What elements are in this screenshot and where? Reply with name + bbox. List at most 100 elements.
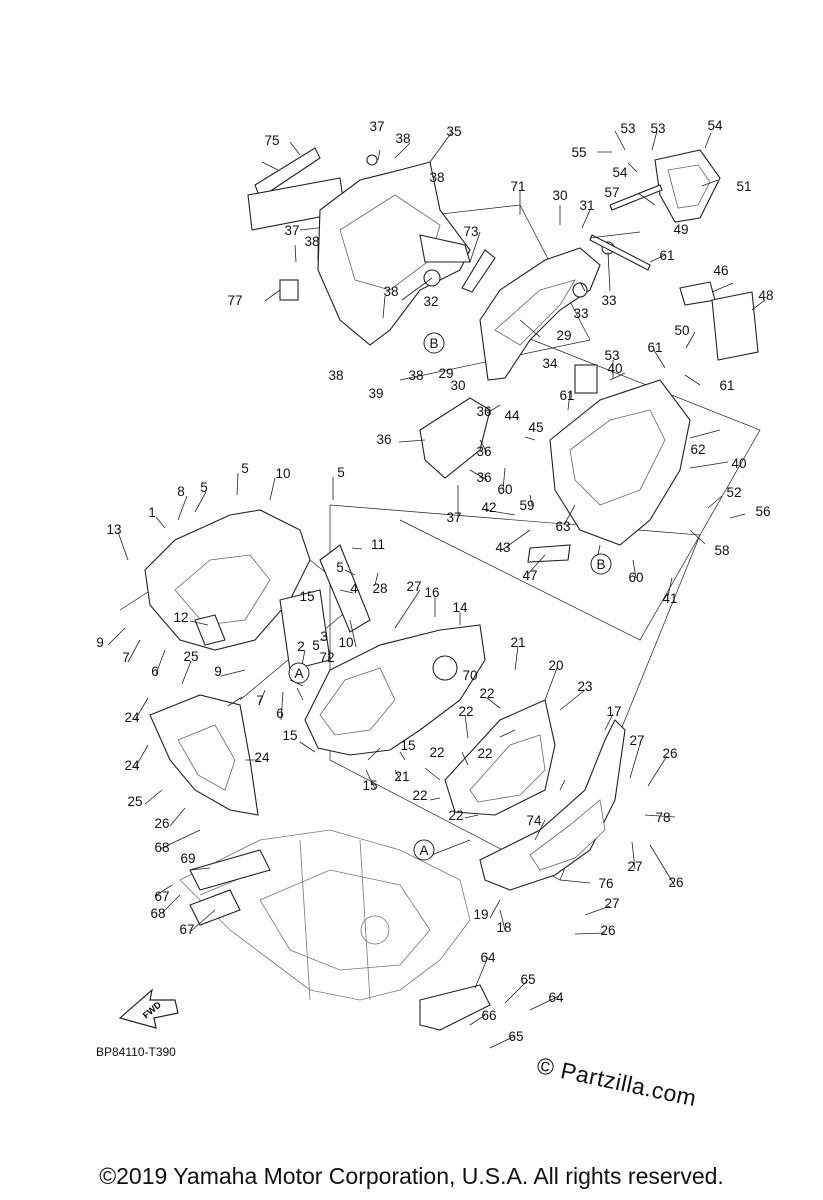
part-number-label: 36 <box>476 470 491 485</box>
part-number-label: 23 <box>577 679 592 694</box>
part-number-label: 76 <box>598 876 613 891</box>
part-number-label: 30 <box>450 378 465 393</box>
part-number-label: 7 <box>122 650 130 665</box>
part-number-label: 61 <box>659 248 674 263</box>
part-number-label: 2 <box>297 639 305 654</box>
part-number-label: 41 <box>662 591 677 606</box>
part-number-label: 11 <box>371 537 385 552</box>
part-number-label: 61 <box>719 378 734 393</box>
part-number-label: 38 <box>328 368 343 383</box>
part-number-label: 26 <box>668 875 683 890</box>
part-number-label: 17 <box>606 704 621 719</box>
part-number-label: 78 <box>655 810 670 825</box>
part-number-label: 21 <box>394 769 409 784</box>
part-number-label: 44 <box>504 408 520 423</box>
copyright-notice: ©2019 Yamaha Motor Corporation, U.S.A. A… <box>99 1163 724 1189</box>
part-number-label: 46 <box>713 263 728 278</box>
upper-bracket-assembly <box>609 149 759 361</box>
part-number-label: 18 <box>496 920 511 935</box>
callout-a-upper <box>288 662 310 684</box>
part-number-label: 22 <box>429 745 444 760</box>
part-number-label: 70 <box>462 668 477 683</box>
drawing-code: BP84110-T390 <box>96 1045 176 1059</box>
part-number-label: 26 <box>600 923 615 938</box>
part-number-label: 53 <box>604 348 619 363</box>
part-number-label: 51 <box>736 179 751 194</box>
leader-lines <box>107 130 766 1049</box>
part-number-label: 5 <box>336 560 344 575</box>
part-number-label: 49 <box>673 222 688 237</box>
part-number-label: 69 <box>180 851 195 866</box>
part-number-label: 25 <box>183 649 198 664</box>
part-number-label: 56 <box>755 504 770 519</box>
part-number-label: 19 <box>473 907 488 922</box>
part-number-label: 5 <box>312 638 320 653</box>
part-number-label: 61 <box>559 388 574 403</box>
callout-b-lower <box>590 553 612 575</box>
part-number-label: 4 <box>350 581 358 596</box>
part-number-label: 48 <box>758 288 773 303</box>
part-number-label: 25 <box>127 794 142 809</box>
lower-front-panel-assembly <box>479 719 626 891</box>
part-number-label: 29 <box>438 366 453 381</box>
part-number-label: 72 <box>319 650 334 665</box>
part-number-label: 65 <box>520 972 535 987</box>
part-number-label: 47 <box>522 568 537 583</box>
center-front-panel-assembly <box>304 624 486 756</box>
part-number-label: 9 <box>96 635 104 650</box>
part-number-label: 5 <box>200 480 208 495</box>
grille-assembly <box>444 699 556 816</box>
part-number-label: 53 <box>620 121 635 136</box>
part-number-label: 55 <box>571 145 586 160</box>
part-number-label: 34 <box>542 356 558 371</box>
left-side-panel-assembly <box>144 509 371 671</box>
part-number-label: 68 <box>150 906 165 921</box>
part-number-label: 67 <box>179 922 194 937</box>
part-number-label: 10 <box>338 635 353 650</box>
part-number-label: 3 <box>320 629 328 644</box>
part-number-label: 50 <box>674 323 689 338</box>
part-number-label: 43 <box>495 540 510 555</box>
part-number-label: 6 <box>276 706 284 721</box>
part-number-label: 5 <box>337 465 345 480</box>
part-number-label: 54 <box>612 165 628 180</box>
part-number-label: 31 <box>579 198 594 213</box>
callout-b-upper <box>423 332 445 354</box>
part-number-label: 13 <box>106 522 121 537</box>
part-number-label: 33 <box>573 306 588 321</box>
part-number-labels: 1234555556677899101011121314151515151617… <box>96 118 773 1044</box>
part-number-label: 22 <box>458 704 473 719</box>
part-number-label: 58 <box>714 543 729 558</box>
part-number-label: 8 <box>177 484 185 499</box>
part-number-label: 60 <box>497 482 512 497</box>
part-number-label: 38 <box>304 234 319 249</box>
part-number-label: 74 <box>526 813 542 828</box>
part-number-label: 39 <box>368 386 383 401</box>
fwd-arrow-icon <box>118 988 179 1029</box>
part-number-label: 75 <box>264 133 279 148</box>
part-number-label: 36 <box>376 432 391 447</box>
part-number-label: 24 <box>254 750 270 765</box>
part-number-label: 9 <box>214 664 222 679</box>
part-number-label: 42 <box>481 500 496 515</box>
part-number-label: 32 <box>423 294 438 309</box>
frame-sketch <box>179 829 491 1031</box>
callout-b-upper-label: B <box>429 336 438 351</box>
callout-b-lower-label: B <box>596 557 605 572</box>
part-number-label: 54 <box>707 118 723 133</box>
part-number-label: 22 <box>412 788 427 803</box>
part-number-label: 37 <box>284 223 299 238</box>
part-number-label: 33 <box>601 293 616 308</box>
part-number-label: 64 <box>548 990 564 1005</box>
part-number-label: 15 <box>299 589 314 604</box>
part-number-label: 15 <box>282 728 297 743</box>
part-number-label: 21 <box>510 635 525 650</box>
part-number-label: 14 <box>452 600 468 615</box>
part-number-label: 27 <box>406 579 421 594</box>
part-number-label: 20 <box>548 658 563 673</box>
part-number-label: 24 <box>124 758 140 773</box>
part-number-label: 37 <box>446 510 461 525</box>
part-number-label: 38 <box>408 368 423 383</box>
part-number-label: 40 <box>607 361 622 376</box>
